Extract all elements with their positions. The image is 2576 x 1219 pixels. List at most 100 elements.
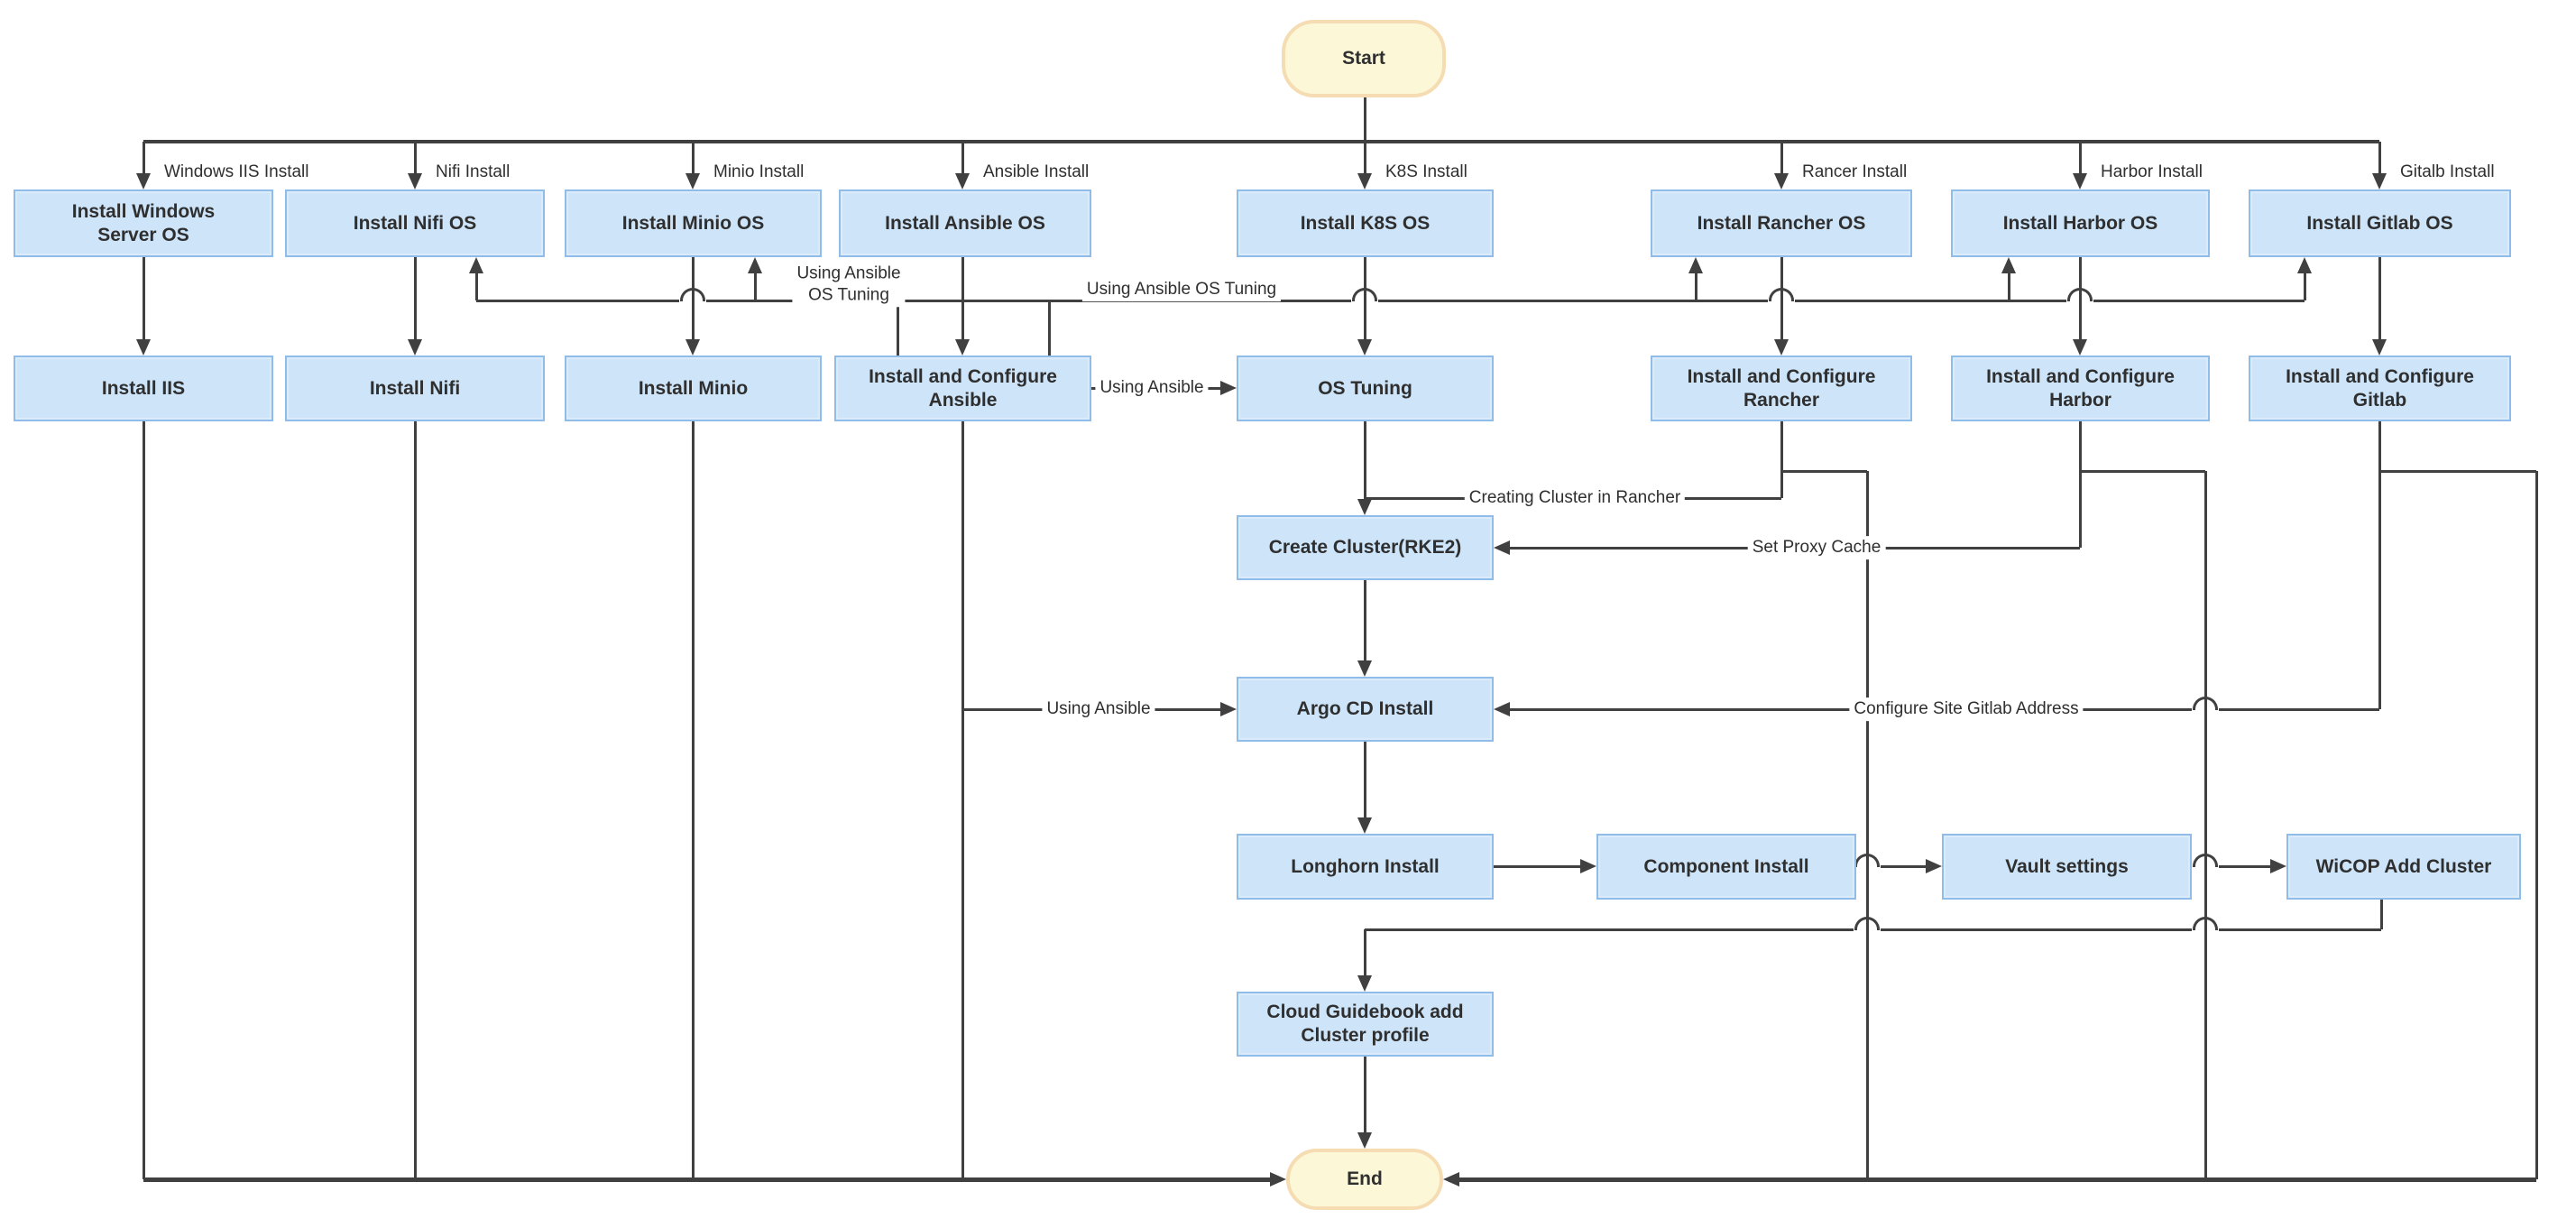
- node-win-os: Install Windows Server OS: [14, 189, 273, 257]
- edge-hop-arc: [1854, 854, 1880, 867]
- edge-label: K8S Install: [1381, 161, 1472, 184]
- edge-line-vertical: [1780, 257, 1783, 350]
- edge-line-horizontal: [143, 140, 2379, 143]
- node-start: Start: [1282, 20, 1446, 97]
- arrowhead-down: [136, 339, 151, 356]
- node-rancher: Install and Configure Rancher: [1651, 356, 1912, 421]
- edge-line-vertical: [1780, 142, 1783, 184]
- edge-line-vertical: [142, 257, 145, 350]
- node-gitlab: Install and Configure Gitlab: [2249, 356, 2511, 421]
- arrowhead-down: [1774, 173, 1789, 189]
- arrowhead-down: [685, 173, 700, 189]
- edge-line-vertical: [2378, 257, 2381, 350]
- edge-label: Nifi Install: [431, 161, 515, 184]
- edge-line-horizontal: [143, 1177, 1281, 1182]
- arrowhead-right: [1580, 859, 1596, 873]
- edge-line-vertical: [961, 142, 964, 184]
- edge-line-vertical: [1363, 929, 1366, 986]
- arrowhead-left: [1494, 540, 1510, 555]
- edge-line-vertical: [2535, 471, 2538, 1179]
- edge-line-vertical: [691, 421, 695, 1179]
- edge-line-vertical: [1865, 471, 1869, 1179]
- arrowhead-right: [1220, 702, 1237, 716]
- edge-label: Creating Cluster in Rancher: [1464, 486, 1686, 510]
- node-gitlab-os: Install Gitlab OS: [2249, 189, 2511, 257]
- edge-line-vertical: [1363, 742, 1366, 828]
- edge-label: Set Proxy Cache: [1747, 536, 1886, 559]
- arrowhead-up: [469, 257, 483, 273]
- edge-line-horizontal: [2379, 469, 2536, 473]
- node-vault: Vault settings: [1942, 834, 2192, 900]
- edge-label: Gitalb Install: [2396, 161, 2499, 184]
- node-harbor-os: Install Harbor OS: [1951, 189, 2210, 257]
- edge-line-horizontal: [1781, 469, 1867, 473]
- node-iis: Install IIS: [14, 356, 273, 421]
- edge-label: Minio Install: [709, 161, 809, 184]
- edge-line-horizontal: [1449, 1177, 2536, 1182]
- edge-line-horizontal: [2192, 864, 2281, 868]
- edge-hop-arc: [680, 288, 705, 301]
- edge-label: Configure Site Gitlab Address: [1849, 697, 2084, 721]
- arrowhead-down: [1357, 499, 1372, 515]
- edge-line-vertical: [2378, 142, 2381, 184]
- arrowhead-right: [1926, 859, 1942, 873]
- edge-line-vertical: [2007, 272, 2010, 300]
- arrowhead-down: [955, 339, 970, 356]
- edge-line-vertical: [1047, 300, 1051, 356]
- edge-line-vertical: [1694, 272, 1697, 300]
- arrowhead-up: [2297, 257, 2312, 273]
- node-create-cluster: Create Cluster(RKE2): [1237, 515, 1494, 580]
- edge-label: Ansible Install: [979, 161, 1094, 184]
- edge-label: Using Ansible: [1042, 697, 1155, 721]
- arrowhead-up: [748, 257, 762, 273]
- edge-label: Using Ansible OS Tuning: [792, 262, 906, 307]
- edge-line-vertical: [691, 257, 695, 350]
- edge-line-vertical: [961, 421, 964, 1179]
- edge-hop-arc: [1352, 288, 1377, 301]
- edge-label: Harbor Install: [2096, 161, 2207, 184]
- arrowhead-left: [1443, 1172, 1459, 1187]
- edge-line-vertical: [413, 421, 417, 1179]
- node-k8s-os: Install K8S OS: [1237, 189, 1494, 257]
- node-wicop: WiCOP Add Cluster: [2286, 834, 2521, 900]
- edge-hop-arc: [2067, 288, 2093, 301]
- arrowhead-left: [1494, 702, 1510, 716]
- arrowhead-down: [1357, 660, 1372, 677]
- arrowhead-down: [2073, 339, 2087, 356]
- edge-line-vertical: [2078, 421, 2082, 548]
- edge-hop-arc: [2193, 917, 2218, 930]
- edge-line-vertical: [1363, 421, 1366, 510]
- edge-hop-arc: [2193, 697, 2218, 710]
- node-harbor: Install and Configure Harbor: [1951, 356, 2210, 421]
- arrowhead-right: [2270, 859, 2286, 873]
- edge-hop-arc: [1854, 917, 1880, 930]
- node-component: Component Install: [1596, 834, 1856, 900]
- arrowhead-down: [136, 173, 151, 189]
- edge-line-vertical: [1363, 1057, 1366, 1143]
- node-minio-os: Install Minio OS: [565, 189, 822, 257]
- arrowhead-down: [1357, 173, 1372, 189]
- arrowhead-down: [1357, 1132, 1372, 1149]
- arrowhead-down: [2372, 339, 2387, 356]
- node-argo: Argo CD Install: [1237, 677, 1494, 742]
- node-nifi-os: Install Nifi OS: [285, 189, 545, 257]
- edge-line-vertical: [142, 142, 145, 184]
- node-rancher-os: Install Rancher OS: [1651, 189, 1912, 257]
- arrowhead-down: [1357, 339, 1372, 356]
- node-nifi: Install Nifi: [285, 356, 545, 421]
- arrowhead-down: [408, 339, 422, 356]
- edge-line-vertical: [474, 272, 478, 300]
- edge-line-vertical: [413, 142, 417, 184]
- edge-label: Using Ansible OS Tuning: [1081, 278, 1282, 301]
- edge-line-vertical: [691, 142, 695, 184]
- edge-line-vertical: [1363, 97, 1366, 184]
- edge-label: Windows IIS Install: [160, 161, 314, 184]
- arrowhead-right: [1220, 381, 1237, 395]
- edge-line-vertical: [753, 272, 757, 300]
- node-ansible-os: Install Ansible OS: [839, 189, 1091, 257]
- edge-line-vertical: [1780, 421, 1783, 498]
- arrowhead-down: [1357, 975, 1372, 992]
- edge-line-vertical: [1363, 257, 1366, 350]
- edge-line-vertical: [2378, 421, 2381, 709]
